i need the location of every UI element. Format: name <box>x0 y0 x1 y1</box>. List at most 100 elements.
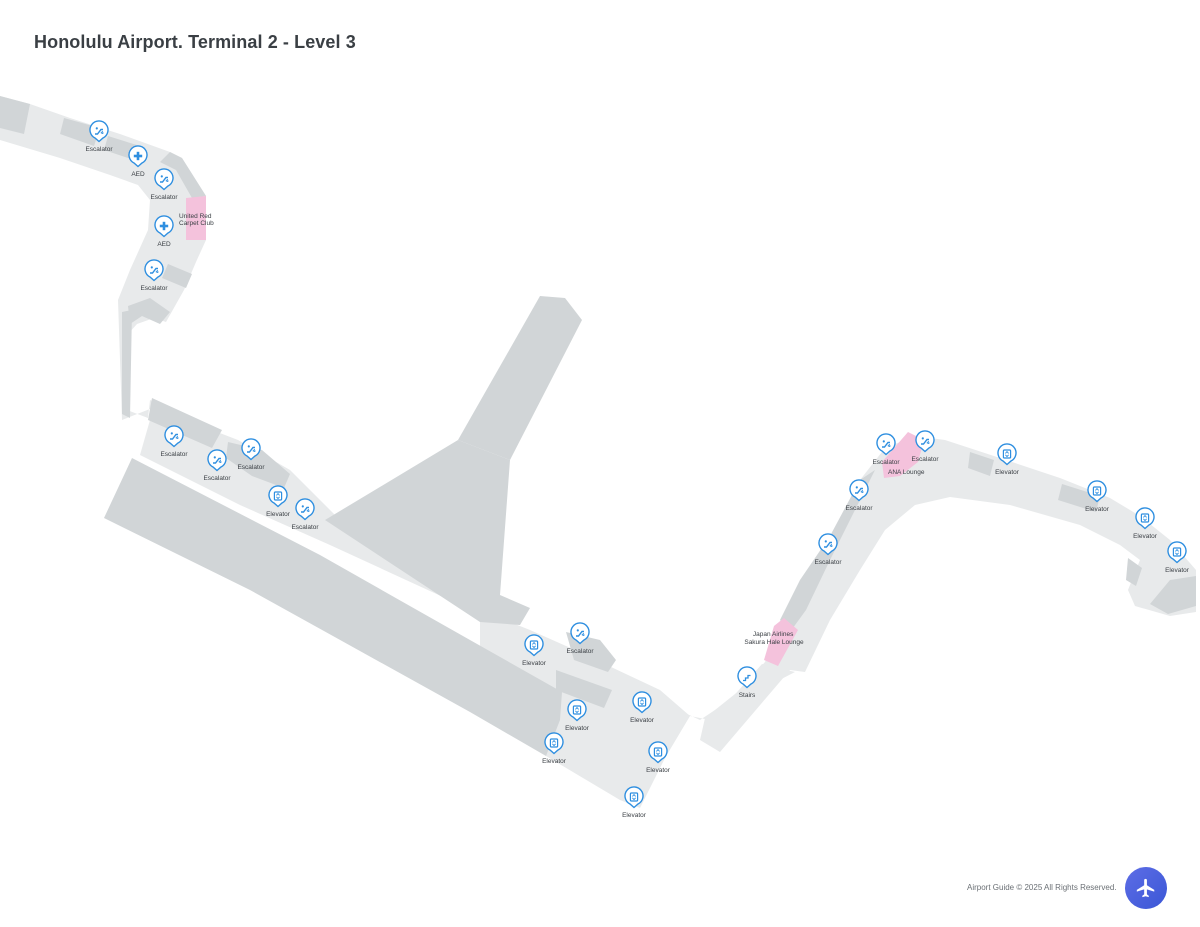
poi-label: Escalator <box>872 459 900 466</box>
building-block <box>122 310 132 418</box>
poi-marker-aed[interactable]: AED <box>154 215 174 248</box>
poi-label: Elevator <box>646 767 671 774</box>
elevator-icon <box>1172 547 1182 557</box>
aed-icon <box>133 151 143 161</box>
poi-label: Escalator <box>291 524 319 531</box>
poi-marker-escalator[interactable]: Escalator <box>814 533 842 566</box>
pin-shape <box>632 691 652 714</box>
concourse-left-wing <box>0 96 206 420</box>
building-block <box>1150 576 1196 614</box>
building-block <box>162 264 192 288</box>
elevator-icon <box>529 640 539 650</box>
poi-label: Escalator <box>85 146 113 153</box>
pin-shape <box>544 732 564 755</box>
poi-label: Elevator <box>1085 506 1110 513</box>
poi-marker-elevator[interactable]: Elevator <box>995 443 1020 476</box>
poi-marker-elevator[interactable]: Elevator <box>646 741 671 774</box>
poi-marker-elevator[interactable]: Elevator <box>1085 480 1110 513</box>
pin-shape <box>1135 507 1155 530</box>
escalator-icon <box>247 445 256 453</box>
escalator-icon <box>576 629 585 637</box>
elevator-icon <box>549 738 559 748</box>
pin-shape <box>1087 480 1107 503</box>
poi-marker-escalator[interactable]: Escalator <box>872 433 900 466</box>
poi-marker-elevator[interactable]: Elevator <box>565 699 590 732</box>
airplane-icon <box>1136 878 1155 898</box>
poi-marker-elevator[interactable]: Elevator <box>622 786 647 819</box>
building-block <box>160 152 206 198</box>
copyright-text: Airport Guide © 2025 All Rights Reserved… <box>967 883 1117 892</box>
poi-marker-escalator[interactable]: Escalator <box>237 438 265 471</box>
building-layer <box>0 96 1196 756</box>
poi-label: Escalator <box>845 505 873 512</box>
poi-label: Elevator <box>542 758 567 765</box>
poi-label: Escalator <box>911 456 939 463</box>
escalator-icon <box>882 440 891 448</box>
escalator-icon <box>170 432 179 440</box>
poi-label: Stairs <box>739 692 756 699</box>
poi-marker-aed[interactable]: AED <box>128 145 148 178</box>
escalator-icon <box>213 456 222 464</box>
poi-marker-escalator[interactable]: Escalator <box>845 479 873 512</box>
building-block <box>1058 484 1100 512</box>
building-block <box>148 398 222 448</box>
poi-marker-escalator[interactable]: Escalator <box>160 425 188 458</box>
concourse-central <box>140 410 795 722</box>
building-block <box>60 118 100 146</box>
poi-marker-elevator[interactable]: Elevator <box>1165 541 1190 574</box>
poi-marker-elevator[interactable]: Elevator <box>522 634 547 667</box>
poi-marker-escalator[interactable]: Escalator <box>203 449 231 482</box>
poi-label: Elevator <box>1165 567 1190 574</box>
pin-shape <box>268 485 288 508</box>
poi-marker-elevator[interactable]: Elevator <box>1133 507 1158 540</box>
poi-label: Escalator <box>160 451 188 458</box>
poi-label: Elevator <box>565 725 590 732</box>
building-pier <box>458 296 582 460</box>
lounge-united-red-carpet-club <box>186 196 206 240</box>
lounge-label-united: United Red Carpet Club <box>179 213 214 227</box>
poi-marker-elevator[interactable]: Elevator <box>542 732 567 765</box>
lounge-layer[interactable] <box>186 196 924 666</box>
poi-marker-stairs[interactable]: Stairs <box>737 666 757 699</box>
poi-label: Escalator <box>566 648 594 655</box>
pin-shape <box>997 443 1017 466</box>
poi-label: Escalator <box>150 194 178 201</box>
brand-logo[interactable] <box>1125 867 1167 909</box>
poi-label: Elevator <box>1133 533 1158 540</box>
escalator-icon <box>921 437 930 445</box>
poi-marker-elevator[interactable]: Elevator <box>266 485 291 518</box>
escalator-icon <box>824 540 833 548</box>
poi-label: Escalator <box>237 464 265 471</box>
lounge-jal-sakura-hale <box>764 618 798 666</box>
poi-marker-escalator[interactable]: Escalator <box>566 622 594 655</box>
poi-marker-escalator[interactable]: Escalator <box>911 430 939 463</box>
escalator-icon <box>301 505 310 513</box>
building-long <box>104 458 562 756</box>
poi-marker-elevator[interactable]: Elevator <box>630 691 655 724</box>
poi-marker-escalator[interactable]: Escalator <box>140 259 168 292</box>
elevator-icon <box>1140 513 1150 523</box>
poi-label: Escalator <box>140 285 168 292</box>
pin-shape <box>648 741 668 764</box>
lounge-label-jal: Japan Airlines Sakura Hale Lounge <box>744 631 804 646</box>
poi-marker-escalator[interactable]: Escalator <box>150 168 178 201</box>
elevator-icon <box>629 792 639 802</box>
pin-shape <box>567 699 587 722</box>
elevator-icon <box>273 491 283 501</box>
poi-marker-escalator[interactable]: Escalator <box>291 498 319 531</box>
building-block <box>226 442 290 488</box>
elevator-icon <box>653 747 663 757</box>
pin-shape <box>624 786 644 809</box>
elevator-icon <box>637 697 647 707</box>
aed-icon <box>159 221 169 231</box>
poi-layer[interactable]: EscalatorAEDEscalatorAEDEscalatorEscalat… <box>85 120 1190 819</box>
escalator-icon <box>160 175 169 183</box>
elevator-icon <box>1002 449 1012 459</box>
poi-marker-escalator[interactable]: Escalator <box>85 120 113 153</box>
poi-label: Elevator <box>266 511 291 518</box>
lounge-ana <box>882 432 924 478</box>
building-block <box>968 452 994 476</box>
poi-label: Elevator <box>630 717 655 724</box>
poi-label: AED <box>157 241 171 248</box>
